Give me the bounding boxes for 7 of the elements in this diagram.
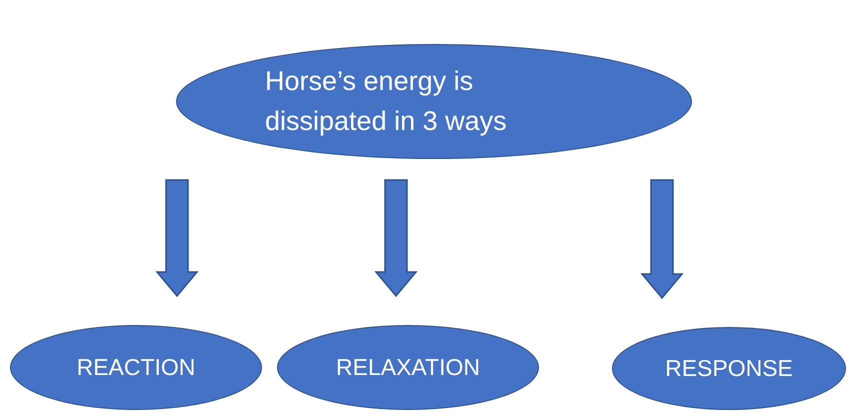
node-label: REACTION [76, 354, 196, 382]
node-label: Horse’s energy is dissipated in 3 ways [265, 65, 508, 138]
node-label: RESPONSE [665, 354, 793, 382]
down-arrow [374, 179, 418, 298]
down-arrow [155, 179, 199, 298]
node-label: RELAXATION [336, 354, 480, 382]
down-arrow [640, 179, 684, 300]
